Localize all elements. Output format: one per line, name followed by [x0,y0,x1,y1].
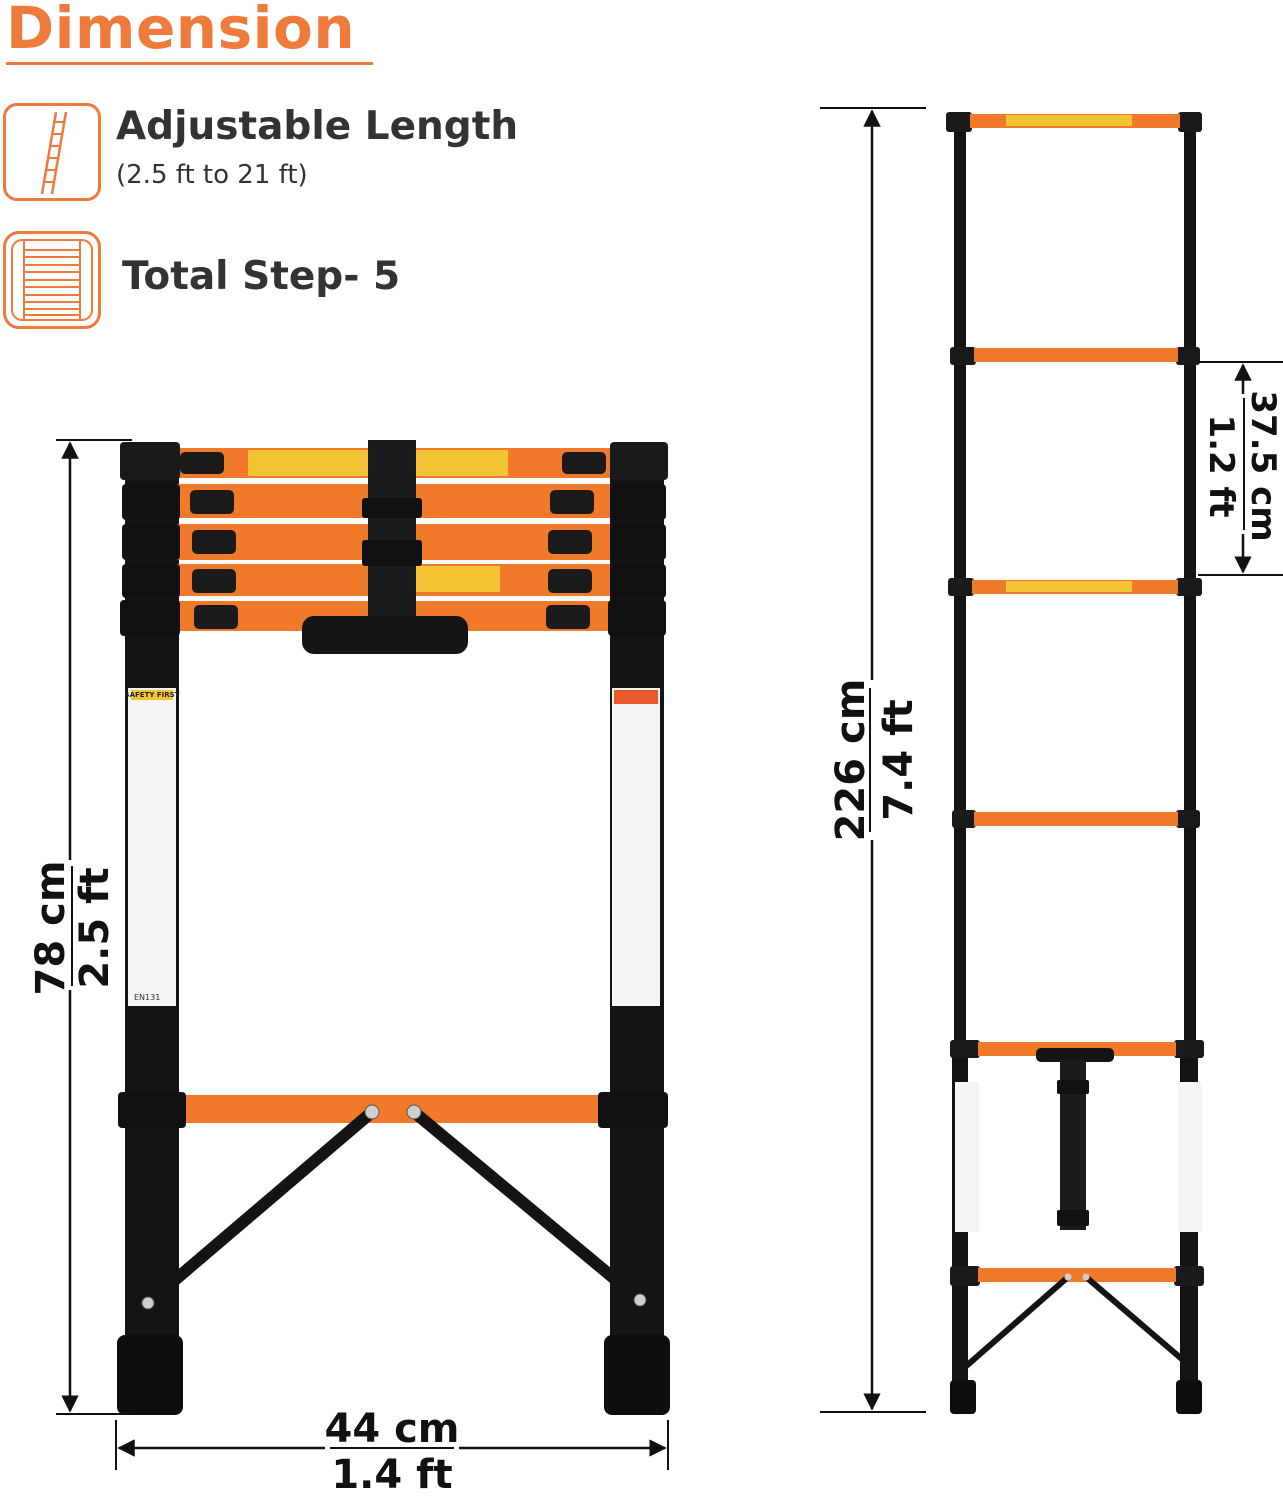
feature-subtitle-length-range: (2.5 ft to 21 ft) [116,160,308,190]
width-dimension: 44 cm 1.4 ft [115,1406,669,1498]
width-ft-label: 1.4 ft [331,1452,452,1498]
step-spacing-ft-label: 1.2 ft [1201,414,1241,517]
folded-height-cm-label: 78 cm [28,861,74,996]
steps-icon [3,231,101,329]
extended-height-cm-label: 226 cm [828,679,874,842]
extended-height-dimension: 226 cm 7.4 ft [820,107,926,1413]
feature-title-adjustable-length: Adjustable Length [116,104,519,149]
title-underline [6,62,373,65]
ladder-icon [3,103,101,201]
folded-height-ft-label: 2.5 ft [72,867,118,988]
extended-ladder [946,112,1204,1414]
step-spacing-dimension: 37.5 cm 1.2 ft [1198,361,1283,576]
folded-ladder: SAFETY FIRST EN131 [117,440,670,1415]
page-title: Dimension [6,0,356,62]
width-cm-label: 44 cm [325,1406,460,1452]
extended-height-ft-label: 7.4 ft [876,699,922,820]
feature-title-total-steps: Total Step- 5 [122,254,401,299]
safety-label: SAFETY FIRST [125,691,180,699]
standard-code-label: EN131 [134,993,160,1002]
folded-height-dimension: 78 cm 2.5 ft [28,439,132,1415]
step-spacing-cm-label: 37.5 cm [1243,390,1283,541]
